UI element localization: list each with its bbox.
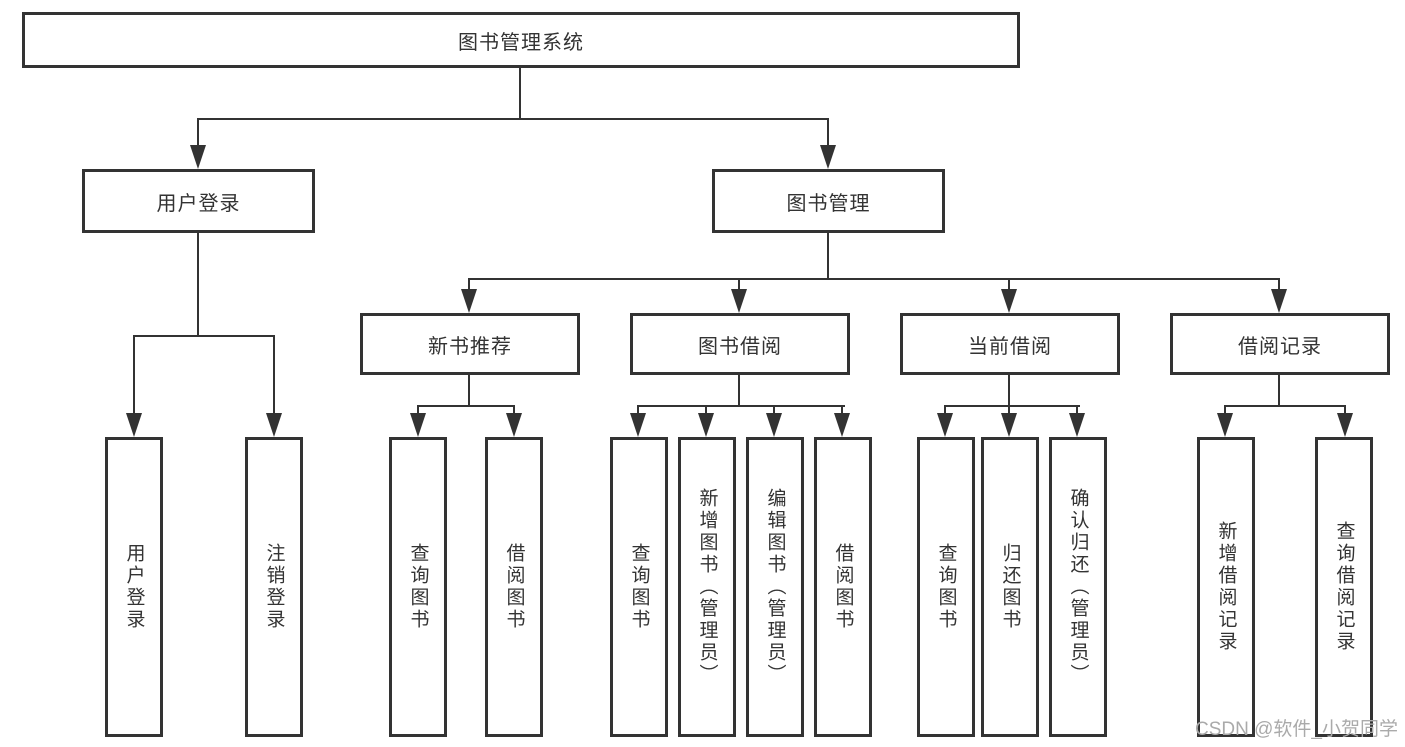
- connector-current-branch: [944, 405, 1080, 407]
- connector-current-trunk: [1008, 375, 1010, 405]
- connector-stem: [773, 405, 775, 413]
- node-leaf-return-books: 归还图书: [981, 437, 1039, 737]
- connector-borrow-branch: [637, 405, 845, 407]
- connector-stem-records: [1278, 278, 1280, 290]
- arrow-down-icon: [506, 413, 522, 437]
- connector-stem: [1224, 405, 1226, 413]
- connector-stem-current: [1008, 278, 1010, 290]
- arrow-down-icon: [820, 145, 836, 169]
- node-user-login: 用户登录: [82, 169, 315, 233]
- connector-stem: [841, 405, 843, 413]
- connector-stem: [1344, 405, 1346, 413]
- connector-stem-book-mgmt: [827, 118, 829, 146]
- arrow-down-icon: [190, 145, 206, 169]
- node-leaf-query-books: 查询图书: [610, 437, 668, 737]
- connector-root-trunk: [519, 68, 521, 118]
- node-leaf-edit-books-admin: 编辑图书（管理员）: [746, 437, 804, 737]
- arrow-down-icon: [1069, 413, 1085, 437]
- arrow-down-icon: [1001, 413, 1017, 437]
- node-leaf-query-books: 查询图书: [917, 437, 975, 737]
- arrow-down-icon: [937, 413, 953, 437]
- node-book-borrowing: 图书借阅: [630, 313, 850, 375]
- connector-stem: [1008, 405, 1010, 413]
- arrow-down-icon: [1001, 289, 1017, 313]
- connector-stem-borrow: [738, 278, 740, 290]
- node-leaf-borrow-books: 借阅图书: [814, 437, 872, 737]
- connector-level2-branch: [197, 118, 829, 120]
- connector-stem-login-2: [273, 335, 275, 413]
- arrow-down-icon: [1271, 289, 1287, 313]
- connector-level3-branch: [468, 278, 1280, 280]
- node-book-management: 图书管理: [712, 169, 945, 233]
- node-leaf-add-books-admin: 新增图书（管理员）: [678, 437, 736, 737]
- node-leaf-confirm-return-admin: 确认归还（管理员）: [1049, 437, 1107, 737]
- arrow-down-icon: [266, 413, 282, 437]
- arrow-down-icon: [766, 413, 782, 437]
- connector-stem: [1076, 405, 1078, 413]
- node-leaf-add-borrow-record: 新增借阅记录: [1197, 437, 1255, 737]
- arrow-down-icon: [731, 289, 747, 313]
- arrow-down-icon: [410, 413, 426, 437]
- node-borrow-records: 借阅记录: [1170, 313, 1390, 375]
- node-leaf-borrow-books: 借阅图书: [485, 437, 543, 737]
- arrow-down-icon: [126, 413, 142, 437]
- connector-stem: [417, 405, 419, 413]
- node-leaf-user-login: 用户登录: [105, 437, 163, 737]
- connector-recommend-branch: [417, 405, 515, 407]
- arrow-down-icon: [1337, 413, 1353, 437]
- connector-login-branch: [133, 335, 275, 337]
- node-root-system: 图书管理系统: [22, 12, 1020, 68]
- arrow-down-icon: [1217, 413, 1233, 437]
- node-leaf-query-books: 查询图书: [389, 437, 447, 737]
- connector-stem: [705, 405, 707, 413]
- node-current-borrowing: 当前借阅: [900, 313, 1120, 375]
- csdn-watermark: CSDN @软件_小贺同学: [1195, 719, 1398, 740]
- connector-borrow-trunk: [738, 375, 740, 405]
- connector-stem: [513, 405, 515, 413]
- connector-stem: [637, 405, 639, 413]
- connector-stem-login-1: [133, 335, 135, 413]
- connector-mgmt-trunk: [827, 233, 829, 278]
- node-leaf-logout: 注销登录: [245, 437, 303, 737]
- arrow-down-icon: [461, 289, 477, 313]
- connector-recommend-trunk: [468, 375, 470, 405]
- arrow-down-icon: [834, 413, 850, 437]
- connector-records-branch: [1224, 405, 1346, 407]
- connector-login-trunk: [197, 233, 199, 335]
- connector-stem: [944, 405, 946, 413]
- connector-stem-recommend: [468, 278, 470, 290]
- arrow-down-icon: [698, 413, 714, 437]
- connector-records-trunk: [1278, 375, 1280, 405]
- connector-stem-user-login: [197, 118, 199, 146]
- arrow-down-icon: [630, 413, 646, 437]
- node-new-book-recommend: 新书推荐: [360, 313, 580, 375]
- node-leaf-query-borrow-record: 查询借阅记录: [1315, 437, 1373, 737]
